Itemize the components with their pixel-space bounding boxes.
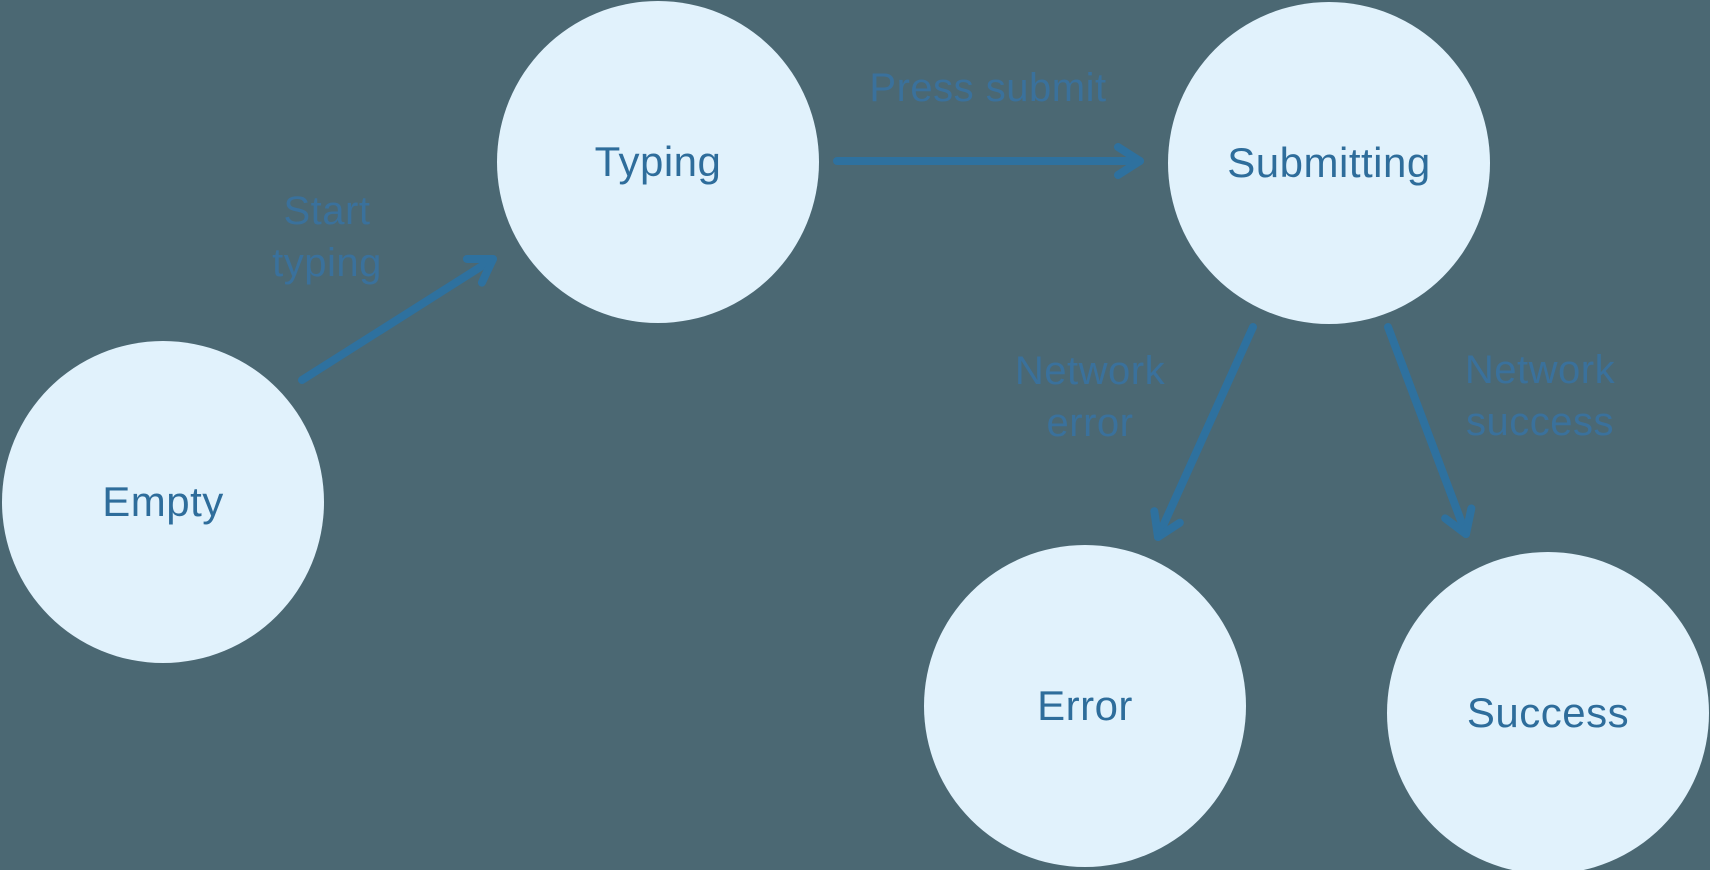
state-node-error: Error: [924, 545, 1246, 867]
state-node-label: Empty: [102, 478, 224, 525]
edge-label-line: error: [1046, 401, 1134, 445]
state-node-label: Typing: [594, 138, 722, 185]
edge-label-line: typing: [272, 241, 382, 285]
edge-label-network-error: Network error: [1015, 345, 1165, 449]
state-node-label: Submitting: [1227, 139, 1431, 186]
edge-label-network-success: Network success: [1465, 344, 1615, 448]
edge-label-line: Network: [1464, 348, 1616, 392]
state-node-submitting: Submitting: [1168, 2, 1490, 324]
edge-label-line: Press submit: [869, 66, 1107, 110]
edge-label-line: Network: [1014, 349, 1166, 393]
edge-arrow-submitting-to-success: [1384, 323, 1476, 538]
edge-arrow-submitting-to-error: [1150, 323, 1257, 541]
edge-label-start-typing: Start typing: [272, 185, 382, 289]
edge-label-line: success: [1465, 400, 1614, 444]
state-node-success: Success: [1387, 552, 1709, 870]
edge-label-line: Start: [283, 189, 371, 233]
state-node-empty: Empty: [2, 341, 324, 663]
edge-label-press-submit: Press submit: [869, 62, 1106, 114]
state-node-typing: Typing: [497, 1, 819, 323]
state-node-label: Success: [1466, 689, 1630, 736]
state-node-label: Error: [1037, 682, 1133, 729]
